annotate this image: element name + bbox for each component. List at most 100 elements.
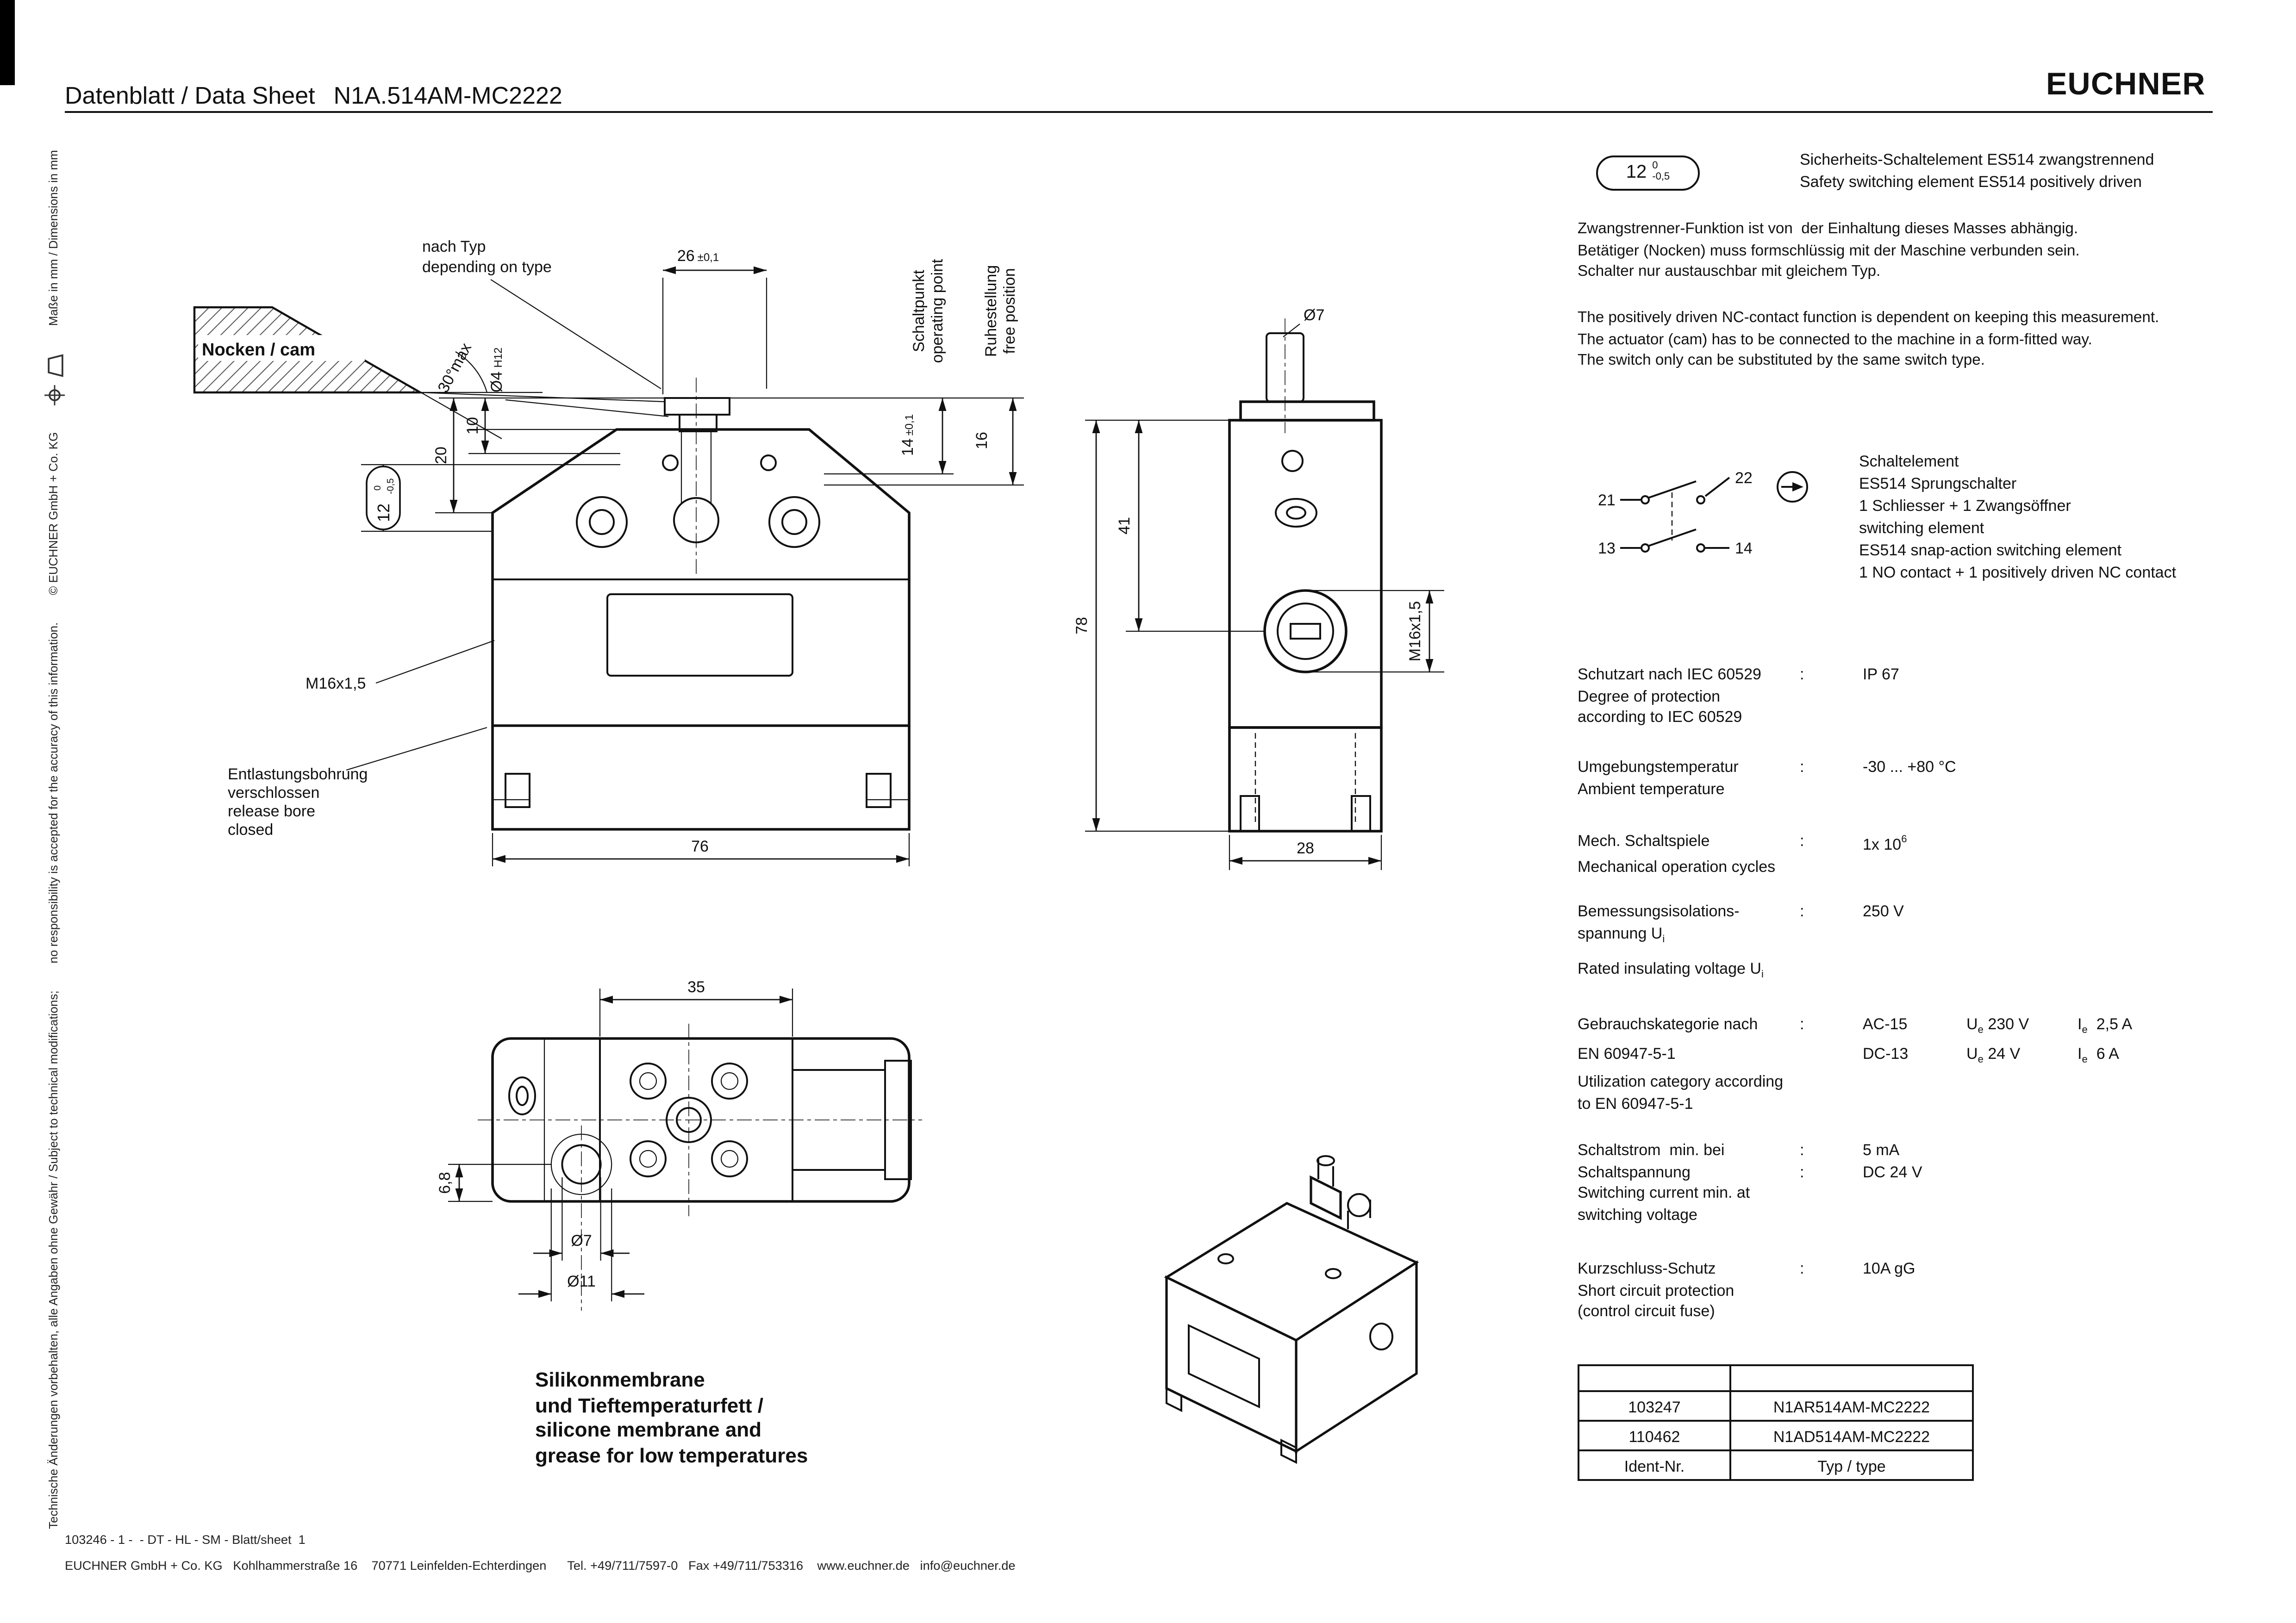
- spec-insulation-label-en: Rated insulating voltage Ui: [1578, 959, 2226, 988]
- spec-colon: :: [1800, 757, 1804, 776]
- svg-text:26±0,1: 26±0,1: [677, 247, 719, 265]
- dim-16-label: 16: [973, 432, 991, 449]
- svg-text:Ø4H12: Ø4H12: [488, 348, 505, 392]
- margin-copyright: © EUCHNER GmbH + Co. KG: [48, 432, 61, 595]
- spec-temperature-label-en: Ambient temperature: [1578, 778, 1725, 797]
- print-registration-mark: [0, 0, 15, 85]
- ident-table: 103247 N1AR514AM-MC2222 110462 N1AD514AM…: [1578, 1364, 1974, 1481]
- category-ie-6: Ie 6 A: [2078, 1043, 2119, 1072]
- dia4-tolerance: H12: [492, 348, 505, 368]
- dim-14-tolerance: ±0,1: [903, 414, 916, 436]
- positive-opening-symbol-icon: [1777, 471, 1808, 503]
- spec-colon: :: [1800, 831, 1804, 850]
- switch-point-dimensions: Schaltpunkt operating point Ruhestellung…: [730, 259, 1024, 486]
- terminal-13-label: 13: [1598, 540, 1616, 557]
- bottom-dimensions: 35 6,8 Ø7 Ø11: [436, 978, 793, 1301]
- dia4-label: Ø4: [488, 372, 505, 392]
- terminal-21-label: 21: [1598, 491, 1616, 509]
- side-thread-label: M16x1,5: [1406, 601, 1424, 661]
- switch-body-bottom: [478, 1024, 922, 1311]
- dim-6-8-label: 6,8: [436, 1172, 454, 1194]
- header-divider: [65, 111, 2213, 114]
- dim-35-label: 35: [687, 978, 705, 996]
- type-column-header: Typ / type: [1817, 1457, 1886, 1475]
- release-bore-line4: closed: [228, 821, 273, 839]
- tolerance-badge: 12 0-0,5: [1596, 155, 1700, 191]
- element-title-en: Safety switching element ES514 positivel…: [1800, 171, 2142, 190]
- isometric-view-drawing: [1164, 1155, 1419, 1464]
- ident-number: 110462: [1579, 1422, 1731, 1449]
- euchner-logo: EUCHNER: [2046, 67, 2206, 102]
- dim-26-tolerance: ±0,1: [698, 251, 719, 264]
- ie-val: 2,5 A: [2096, 1014, 2133, 1033]
- spec-min-switching: Schaltstrom min. bei : 5 mA Schaltspannu…: [1578, 1140, 2226, 1225]
- spec-colon: :: [1800, 1259, 1804, 1277]
- dim-76: 76: [492, 833, 910, 866]
- switch-body-front: [491, 378, 911, 831]
- ue-base: U: [1966, 1043, 1978, 1062]
- release-bore-line3: release bore: [228, 802, 315, 820]
- spec-cycles-label-en: Mechanical operation cycles: [1578, 856, 1776, 875]
- cam-angle-label: 30°max: [434, 340, 475, 396]
- spec-insulation-voltage: Bemessungsisolations- : 250 V spannung U…: [1578, 902, 2226, 988]
- spec-category-value-row2: DC-13 Ue 24 V Ie 6 A: [1863, 1043, 2226, 1072]
- ue-sub: e: [1978, 1026, 1984, 1037]
- ue-val: 230 V: [1988, 1014, 2029, 1033]
- terminal-14-label: 14: [1735, 540, 1753, 557]
- dim-dia7-label: Ø7: [571, 1232, 592, 1250]
- switching-element-description: Schaltelement ES514 Sprungschalter 1 Sch…: [1859, 452, 2177, 581]
- type-designation: N1AR514AM-MC2222: [1773, 1398, 1930, 1416]
- spec-cycles-value-base: 1x 10: [1863, 835, 1902, 853]
- first-angle-projection-icon: [44, 384, 65, 405]
- release-bore-line1: Entlastungsbohrung: [228, 765, 368, 783]
- cam-label: Nocken / cam: [202, 340, 315, 360]
- ie-sub: e: [2082, 1054, 2088, 1065]
- svg-text:14±0,1: 14±0,1: [899, 414, 917, 456]
- spec-insulation-label-line2: spannung Ui: [1578, 923, 2226, 951]
- dim-dia4: Ø4H12: [488, 348, 669, 417]
- spec-category-value-row1: AC-15 Ue 230 V Ie 2,5 A: [1863, 1014, 2226, 1043]
- spec-min-switching-value2: DC 24 V: [1863, 1162, 1922, 1180]
- category-ie-25: Ie 2,5 A: [2078, 1014, 2132, 1043]
- spec-protection-label-en: Degree of protection according to IEC 60…: [1578, 686, 1742, 726]
- spec-cycles-label: Mech. Schaltspiele: [1578, 831, 1710, 850]
- part-number: N1A.514AM-MC2222: [333, 81, 562, 109]
- tolerance-badge-tolerances: 0-0,5: [1652, 161, 1670, 184]
- front-thread-label: M16x1,5: [306, 675, 366, 692]
- ruhestellung-label-en: free position: [1001, 268, 1018, 354]
- ident-table-header-row: Ident-Nr. Typ / type: [1579, 1449, 1972, 1479]
- footer-company-info: EUCHNER GmbH + Co. KG Kohlhammerstraße 1…: [65, 1561, 1016, 1573]
- ue-val: 24 V: [1988, 1043, 2021, 1062]
- schaltpunkt-label-de: Schaltpunkt: [910, 270, 928, 352]
- dim-41-label: 41: [1116, 517, 1133, 535]
- category-ue-24: Ue 24 V: [1966, 1043, 2078, 1072]
- dim-78-label: 78: [1074, 617, 1091, 634]
- spec-insulation-en-sub: i: [1761, 970, 1764, 981]
- spec-min-switching-label: Schaltstrom min. bei: [1578, 1140, 1725, 1159]
- dim-26: 26±0,1: [662, 247, 767, 394]
- tolerance-lower: -0,5: [1652, 171, 1670, 182]
- dim-20-label: 20: [432, 447, 450, 464]
- dim-10-label: 10: [464, 417, 481, 435]
- spec-colon: :: [1800, 665, 1804, 683]
- spec-protection: Schutzart nach IEC 60529 : IP 67 Degree …: [1578, 665, 2226, 728]
- spec-temperature-label: Umgebungstemperatur: [1578, 757, 1739, 776]
- dim-dia11-label: Ø11: [567, 1273, 596, 1290]
- intro-paragraph-de: Zwangstrenner-Funktion ist von der Einha…: [1578, 218, 2080, 280]
- spec-insulation-label: Bemessungsisolations-: [1578, 902, 1740, 920]
- spec-insulation-ui-base: spannung U: [1578, 923, 1663, 941]
- spec-category-label: Gebrauchskategorie nach: [1578, 1014, 1758, 1033]
- spec-temperature: Umgebungstemperatur : -30 ... +80 °C Amb…: [1578, 757, 2226, 800]
- spec-min-switching-label-line2: Schaltspannung: [1578, 1162, 1691, 1180]
- spec-short-circuit-value: 10A gG: [1863, 1259, 1915, 1277]
- travel-dimensions: 10 20 12 0 -0,5: [361, 397, 665, 532]
- circuit-diagram: 21 22 13 14: [1598, 469, 1808, 557]
- spec-temperature-value: -30 ... +80 °C: [1863, 757, 1956, 776]
- schaltpunkt-label-en: operating point: [929, 259, 946, 363]
- dim-28-label: 28: [1297, 839, 1314, 857]
- side-dimensions: 41 78 M16x1,5 28: [1074, 419, 1444, 870]
- element-title-de: Sicherheits-Schaltelement ES514 zwangstr…: [1800, 150, 2154, 168]
- category-dc13: DC-13: [1863, 1043, 1909, 1062]
